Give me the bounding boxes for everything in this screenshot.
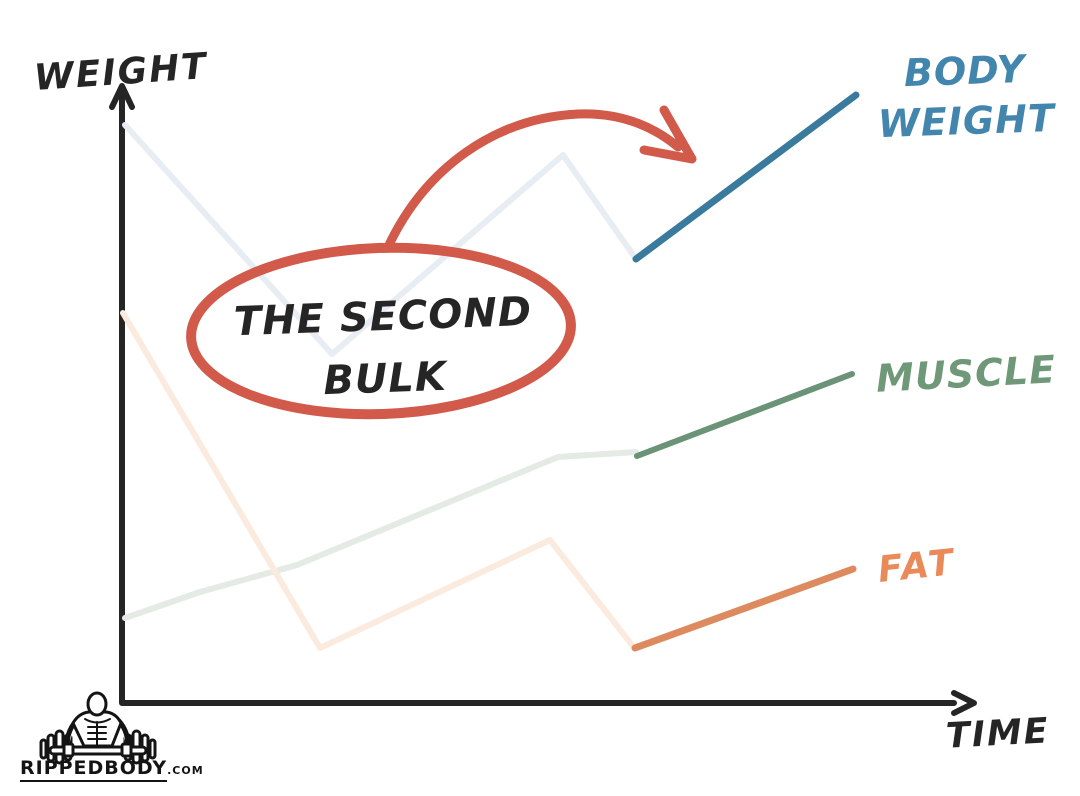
x-axis-arrowhead [951,690,977,716]
logo-hand [120,742,133,758]
legend-body-weight-line1: BODY [903,46,1027,96]
series-lines-layer [120,91,860,652]
brand-logo-graphic [39,691,157,765]
annotation-graphics [186,105,697,420]
brand-wordmark: RIPPEDBODY.COM [20,757,204,782]
logo-plate [148,738,157,760]
logo-head [86,691,108,717]
fat-history-line [120,310,635,651]
logo-plate [39,738,48,760]
axis-lines [119,91,957,706]
muscle-history-line [122,449,639,621]
logo-hand [62,742,75,758]
y-axis-arrowhead [109,83,135,110]
annotation-arrow-shaft [383,109,683,252]
brand-name: RIPPEDBODY [20,757,168,782]
muscle-current-line [634,371,855,459]
logo-abs [84,718,111,746]
legend-muscle: MUSCLE [874,347,1058,401]
legend-body-weight: BODY WEIGHT [856,42,1074,149]
x-axis-label: TIME [945,711,1051,757]
annotation-ellipse [186,242,576,420]
legend-fat: FAT [876,542,958,591]
legend-body-weight-line2: WEIGHT [877,95,1056,147]
brand-tld: .COM [167,764,204,777]
annotation-text: THE SECOND BULK [226,281,542,416]
annotation-arrowhead [639,105,697,164]
annotation-text-line1: THE SECOND [233,288,533,346]
body-weight-current-line [632,91,860,263]
axes [109,83,977,716]
fat-current-line [631,565,857,652]
annotation-text-line2: BULK [322,353,448,405]
